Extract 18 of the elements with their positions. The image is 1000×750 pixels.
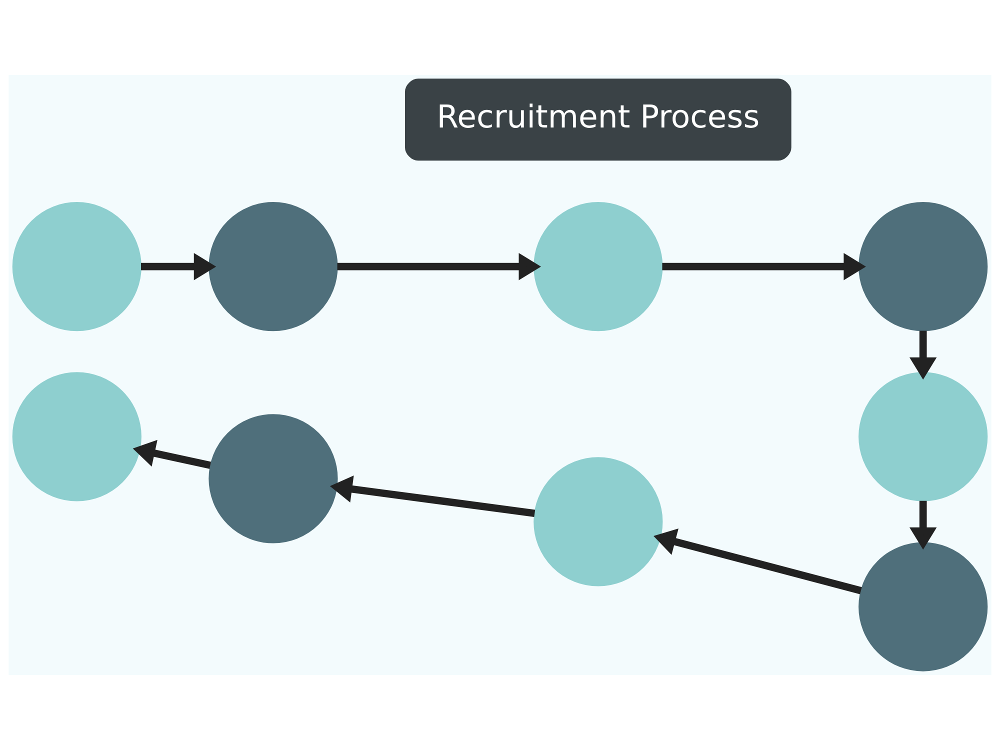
node-circle <box>534 202 663 332</box>
node-circle <box>858 202 988 332</box>
node-circle <box>858 542 988 672</box>
arrow <box>132 440 212 469</box>
node-circle <box>12 372 142 502</box>
node-circle <box>858 372 988 502</box>
node-circle <box>12 202 142 332</box>
arrow <box>654 528 862 594</box>
arrow <box>909 330 937 380</box>
node-circle <box>534 457 663 586</box>
arrow <box>662 252 866 280</box>
arrow <box>141 252 216 280</box>
node-circle <box>208 414 338 544</box>
arrow <box>330 476 536 518</box>
node-box: Recruitment Process <box>404 78 792 161</box>
arrow <box>337 252 542 280</box>
arrow <box>909 500 937 550</box>
node-circle <box>208 202 338 332</box>
